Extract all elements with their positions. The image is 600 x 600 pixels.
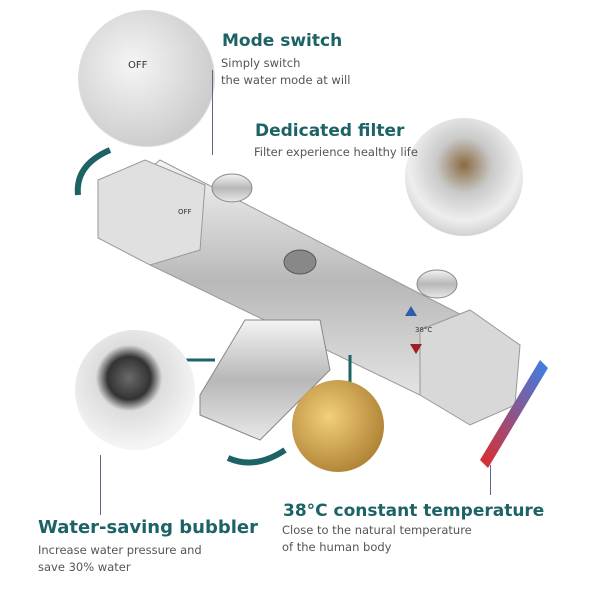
off-label: OFF: [178, 208, 192, 216]
hot-indicator-icon: [410, 344, 422, 354]
temp-handle: [419, 309, 521, 426]
mode-handle: [97, 159, 206, 266]
desc-line: Simply switch: [221, 56, 301, 70]
rotate-arrow-top: [74, 147, 112, 196]
temperature-arrow: [480, 360, 548, 468]
off-label-closeup: OFF: [128, 60, 148, 71]
feature-desc: Increase water pressure and save 30% wate…: [38, 542, 202, 576]
cartridge-closeup: [292, 380, 384, 472]
inlet-right: [416, 269, 458, 299]
cold-indicator-icon: [405, 306, 417, 316]
feature-title: 38°C constant temperature: [283, 501, 545, 521]
spout: [199, 319, 331, 441]
feature-desc: Simply switch the water mode at will: [221, 55, 350, 89]
leader-line: [490, 465, 491, 495]
feature-title: Water-saving bubbler: [38, 517, 258, 538]
feature-title: Dedicated filter: [255, 121, 405, 141]
temp-label: 38°C: [415, 326, 433, 334]
bubbler-closeup: [75, 330, 195, 450]
feature-title: Mode switch: [222, 31, 343, 51]
leader-line: [100, 455, 101, 515]
filter-closeup: [405, 118, 523, 236]
desc-line: Increase water pressure and: [38, 543, 202, 557]
feature-desc: Close to the natural temperature of the h…: [282, 522, 472, 556]
rotate-arrow-bottom: [226, 447, 287, 466]
desc-line: Filter experience healthy life: [254, 145, 418, 159]
desc-line: of the human body: [282, 540, 392, 554]
mode-switch-closeup: [78, 10, 215, 147]
inlet-left: [211, 173, 253, 203]
desc-line: Close to the natural temperature: [282, 523, 472, 537]
top-outlet: [283, 249, 317, 275]
desc-line: the water mode at will: [221, 73, 351, 87]
leader-line: [212, 70, 213, 155]
feature-desc: Filter experience healthy life: [254, 144, 418, 161]
desc-line: save 30% water: [38, 560, 131, 574]
